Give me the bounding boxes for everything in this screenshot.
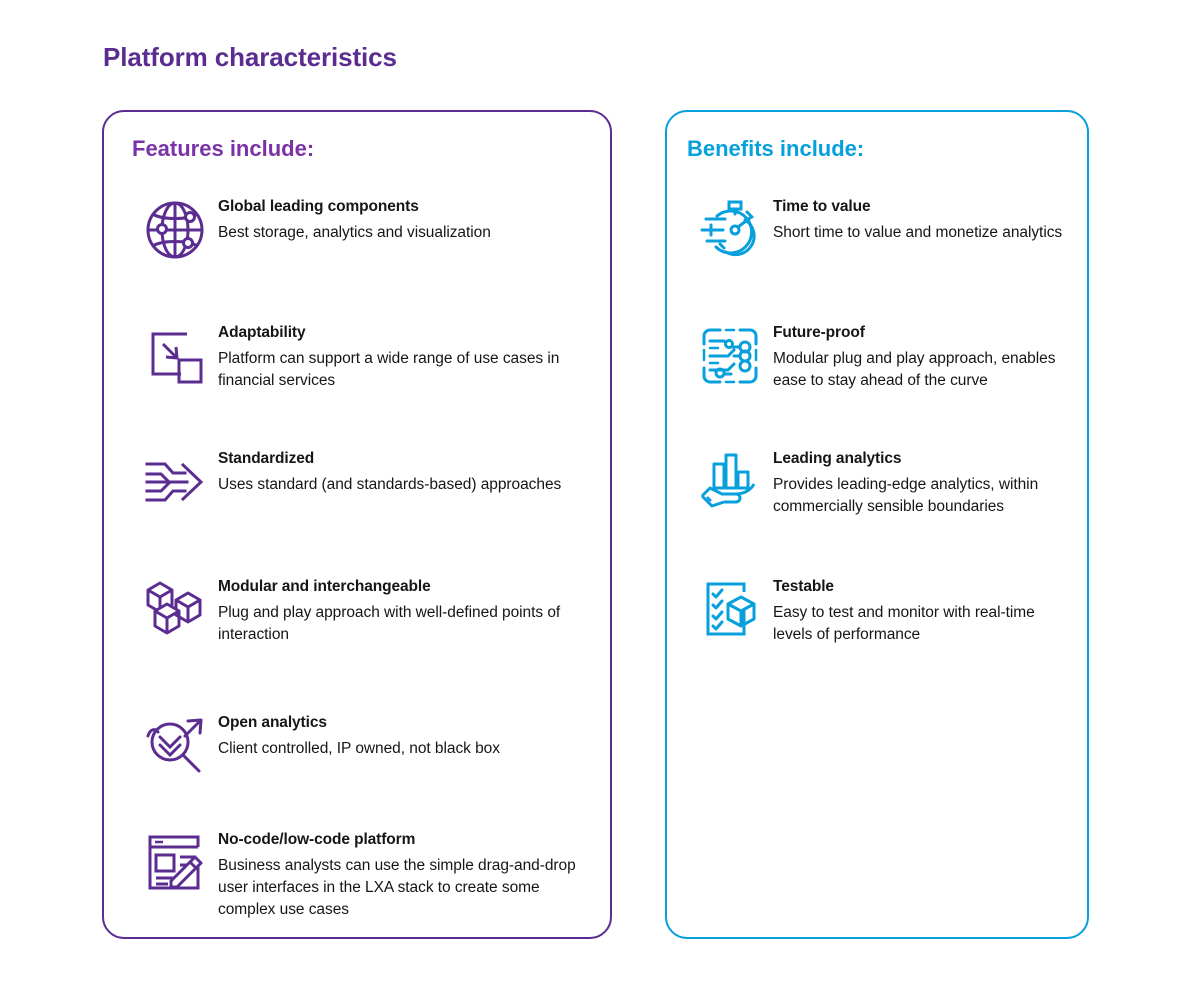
list-item-description: Provides leading-edge analytics, within … xyxy=(773,475,1039,515)
list-item-description: Business analysts can use the simple dra… xyxy=(218,856,576,918)
list-item: Modular and interchangeable Plug and pla… xyxy=(132,576,592,646)
list-item-text: Time to value Short time to value and mo… xyxy=(773,196,1077,244)
list-item-text: Standardized Uses standard (and standard… xyxy=(218,448,592,496)
converging-lines-arrow-icon xyxy=(132,448,218,514)
list-item-description: Uses standard (and standards-based) appr… xyxy=(218,475,562,493)
list-item-description: Easy to test and monitor with real-time … xyxy=(773,603,1035,643)
list-item: Global leading components Best storage, … xyxy=(132,196,592,262)
list-item: Testable Easy to test and monitor with r… xyxy=(687,576,1077,646)
circuit-board-icon xyxy=(687,322,773,388)
list-item: Standardized Uses standard (and standard… xyxy=(132,448,592,514)
features-card-heading: Features include: xyxy=(132,136,315,161)
list-item-text: Global leading components Best storage, … xyxy=(218,196,592,244)
list-item-text: Open analytics Client controlled, IP own… xyxy=(218,712,592,760)
benefits-card-heading: Benefits include: xyxy=(687,136,865,161)
list-item: Time to value Short time to value and mo… xyxy=(687,196,1077,262)
list-item-description: Modular plug and play approach, enables … xyxy=(773,349,1056,389)
list-item-text: Future-proof Modular plug and play appro… xyxy=(773,322,1077,392)
list-item-title: Testable xyxy=(773,578,834,595)
list-item-description: Short time to value and monetize analyti… xyxy=(773,223,1063,241)
benefits-card: Benefits include: xyxy=(665,110,1089,939)
list-item-text: Adaptability Platform can support a wide… xyxy=(218,322,592,392)
hand-bar-chart-icon xyxy=(687,448,773,514)
list-item-title: Open analytics xyxy=(218,714,327,731)
list-item: Open analytics Client controlled, IP own… xyxy=(132,712,592,778)
list-item-description: Platform can support a wide range of use… xyxy=(218,349,560,389)
list-item-text: No-code/low-code platform Business analy… xyxy=(218,829,592,921)
list-item-title: Standardized xyxy=(218,450,315,467)
list-item-title: Global leading components xyxy=(218,198,419,215)
list-item-text: Testable Easy to test and monitor with r… xyxy=(773,576,1077,646)
page-title: Platform characteristics xyxy=(103,42,397,72)
list-item-title: Leading analytics xyxy=(773,450,902,467)
globe-network-icon xyxy=(132,196,218,262)
list-item: Adaptability Platform can support a wide… xyxy=(132,322,592,392)
list-item-description: Plug and play approach with well-defined… xyxy=(218,603,561,643)
features-card: Features include: Global leading compon xyxy=(102,110,612,939)
list-item-text: Leading analytics Provides leading-edge … xyxy=(773,448,1077,518)
three-cubes-icon xyxy=(132,576,218,642)
list-item-description: Best storage, analytics and visualizatio… xyxy=(218,223,491,241)
list-item: Future-proof Modular plug and play appro… xyxy=(687,322,1077,392)
list-item-description: Client controlled, IP owned, not black b… xyxy=(218,739,500,757)
magnifier-trend-arrow-icon xyxy=(132,712,218,778)
list-item-title: Time to value xyxy=(773,198,871,215)
list-item: Leading analytics Provides leading-edge … xyxy=(687,448,1077,518)
list-item-title: Adaptability xyxy=(218,324,306,341)
checklist-cube-icon xyxy=(687,576,773,642)
list-item: No-code/low-code platform Business analy… xyxy=(132,829,592,921)
stopwatch-speed-icon xyxy=(687,196,773,262)
list-item-text: Modular and interchangeable Plug and pla… xyxy=(218,576,592,646)
resize-square-arrow-icon xyxy=(132,322,218,388)
list-item-title: No-code/low-code platform xyxy=(218,831,416,848)
list-item-title: Modular and interchangeable xyxy=(218,578,431,595)
document-pencil-icon xyxy=(132,829,218,895)
list-item-title: Future-proof xyxy=(773,324,865,341)
